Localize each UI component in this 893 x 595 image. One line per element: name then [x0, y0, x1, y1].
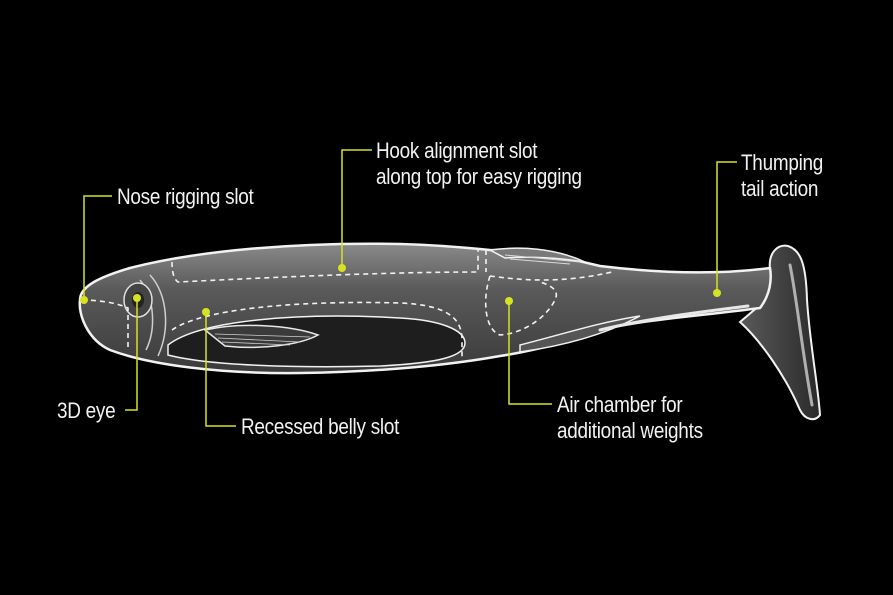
- ventral-fin: [519, 315, 641, 353]
- dorsal-fin: [487, 247, 586, 263]
- callout-dots: [80, 264, 721, 316]
- label-air-chamber: Air chamber for additional weights: [557, 392, 703, 444]
- label-air-chamber-line2: additional weights: [557, 418, 703, 443]
- callout-dot-tail: [713, 289, 721, 297]
- callout-dot-air: [505, 297, 513, 305]
- callout-lines: [83, 149, 737, 427]
- callout-dot-hook: [338, 264, 346, 272]
- label-tail-line1: Thumping: [741, 150, 824, 175]
- label-tail: Thumping tail action: [741, 150, 823, 202]
- pectoral-fin-rays: [214, 333, 311, 346]
- label-belly-slot: Recessed belly slot: [241, 414, 399, 440]
- callout-dot-eye: [133, 294, 141, 302]
- label-hook-slot: Hook alignment slot along top for easy r…: [376, 138, 582, 190]
- tail-paddle: [738, 244, 822, 421]
- label-eye: 3D eye: [57, 398, 116, 424]
- callout-line-belly: [205, 312, 236, 427]
- label-hook-slot-line2: along top for easy rigging: [376, 164, 582, 189]
- hook-slot-outline: [171, 250, 487, 283]
- label-eye-line1: 3D eye: [57, 398, 116, 423]
- callout-dot-nose: [80, 296, 88, 304]
- lateral-highlight: [598, 304, 750, 332]
- label-air-chamber-line1: Air chamber for: [557, 392, 683, 417]
- air-chamber-outline: [484, 271, 613, 336]
- label-nose-slot-line1: Nose rigging slot: [117, 184, 254, 209]
- callout-line-eye: [125, 298, 138, 411]
- callout-line-nose: [83, 195, 112, 300]
- callout-dot-belly: [202, 308, 210, 316]
- callout-line-air: [508, 301, 552, 405]
- callout-line-hook: [341, 149, 372, 268]
- label-nose-slot: Nose rigging slot: [117, 184, 254, 210]
- callout-line-tail: [716, 161, 737, 293]
- tail-highlight: [788, 263, 814, 407]
- dorsal-fin-rays: [504, 254, 581, 265]
- label-belly-slot-line1: Recessed belly slot: [241, 414, 400, 439]
- label-hook-slot-line1: Hook alignment slot: [376, 138, 538, 163]
- label-tail-line2: tail action: [741, 176, 819, 201]
